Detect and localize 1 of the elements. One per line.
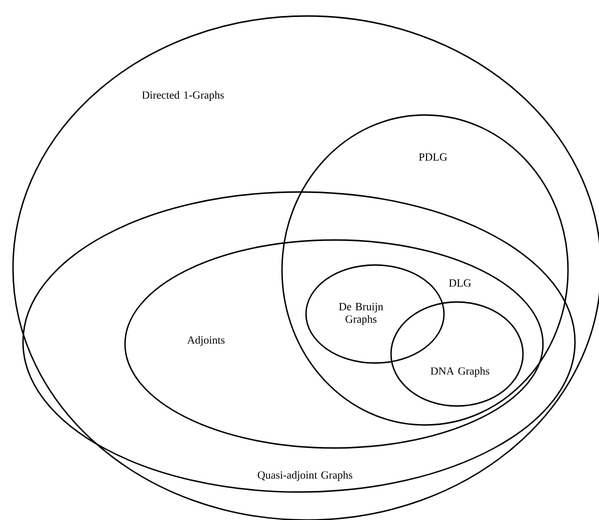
set-label: DLG: [449, 279, 471, 287]
